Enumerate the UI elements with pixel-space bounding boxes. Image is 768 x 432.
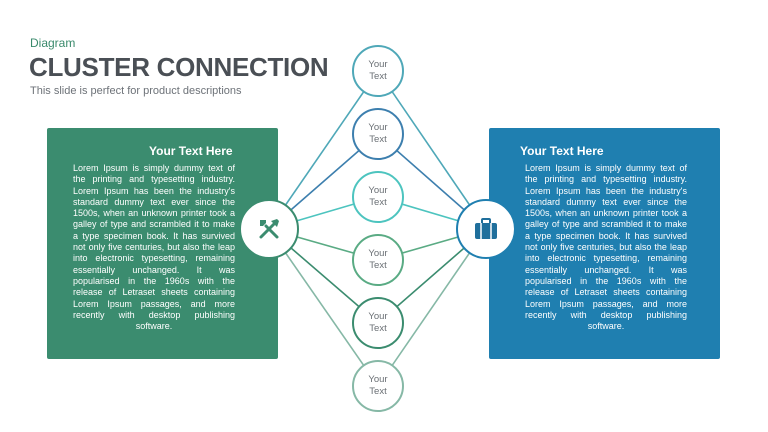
node-4: Your Text [352, 234, 404, 286]
node-4-label: Your Text [368, 248, 388, 271]
briefcase-icon [475, 218, 497, 239]
left-hub [239, 199, 299, 259]
left-text-panel: Your Text Here Lorem Ipsum is simply dum… [47, 128, 278, 359]
node-3: Your Text [352, 171, 404, 223]
connector-right-6 [377, 228, 487, 387]
connector-right-1 [377, 70, 487, 230]
slide-title: CLUSTER CONNECTION [29, 52, 329, 82]
node-2-label: Your Text [368, 122, 388, 145]
right-text-panel: Your Text Here Lorem Ipsum is simply dum… [489, 128, 720, 359]
right-hub [456, 199, 516, 259]
connector-left-6 [268, 228, 379, 387]
node-6: Your Text [352, 360, 404, 412]
node-2: Your Text [352, 108, 404, 160]
slide-category: Diagram [30, 36, 76, 50]
right-panel-title: Your Text Here [520, 144, 604, 158]
node-3-label: Your Text [368, 185, 388, 208]
node-6-label: Your Text [368, 374, 388, 397]
slide-subtitle: This slide is perfect for product descri… [30, 85, 242, 97]
left-panel-title: Your Text Here [149, 144, 233, 158]
right-panel-body: Lorem Ipsum is simply dummy text of the … [525, 163, 687, 332]
node-5-label: Your Text [368, 311, 388, 334]
connector-left-1 [268, 70, 379, 230]
left-panel-body: Lorem Ipsum is simply dummy text of the … [73, 163, 235, 332]
node-5: Your Text [352, 297, 404, 349]
node-1-label: Your Text [368, 59, 388, 82]
node-1: Your Text [352, 45, 404, 97]
tools-icon [259, 219, 279, 239]
